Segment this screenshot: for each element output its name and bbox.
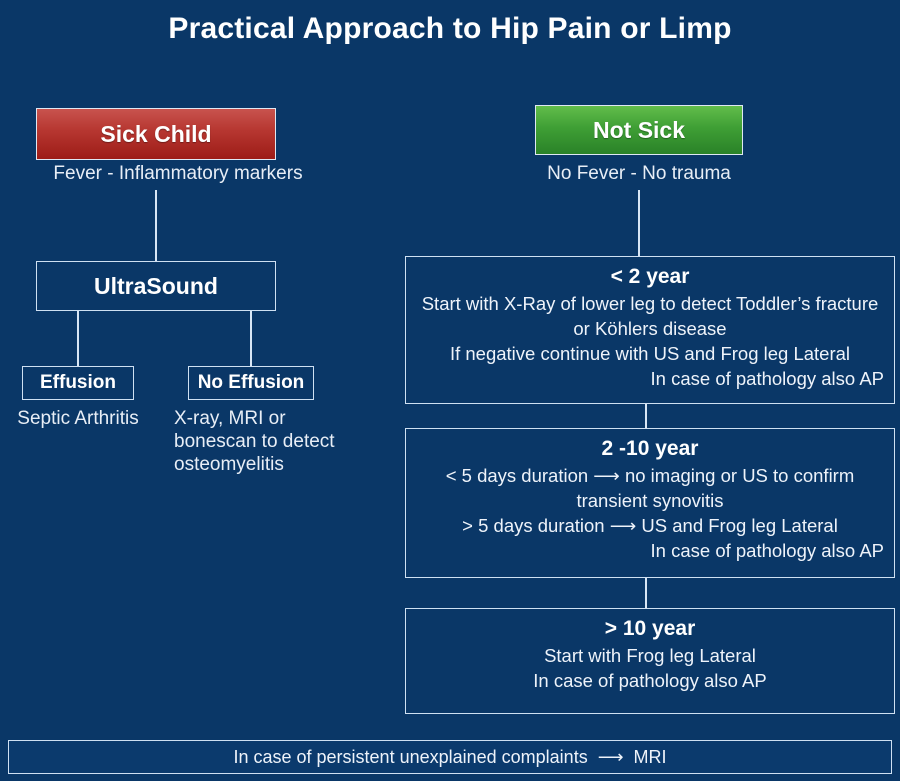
- footer-note: In case of persistent unexplained compla…: [8, 740, 892, 774]
- not-sick-label: Not Sick: [592, 116, 686, 143]
- connector-age2-to-age3: [645, 578, 647, 608]
- age-group-line: > 5 days duration ⟶ US and Frog leg Late…: [462, 515, 838, 536]
- age-group-line: Start with Frog leg Lateral: [544, 645, 756, 666]
- connector-sick-to-ultrasound: [155, 190, 157, 261]
- footer-target: MRI: [633, 746, 667, 767]
- no-effusion-label: No Effusion: [197, 372, 305, 393]
- sick-child-caption: Fever - Inflammatory markers: [53, 163, 303, 184]
- sick-child-label: Sick Child: [100, 120, 212, 147]
- age-group-line: In case of pathology also AP: [650, 540, 884, 561]
- connector-ultrasound-no-effusion: [250, 311, 252, 366]
- not-sick-caption: No Fever - No trauma: [547, 163, 731, 184]
- no-effusion-caption: X-ray, MRI or bonescan to detect osteomy…: [174, 408, 335, 475]
- age-group-line: < 5 days duration ⟶ no imaging or US to …: [445, 465, 855, 511]
- age-group-2-to-10-node[interactable]: 2 -10 year < 5 days duration ⟶ no imagin…: [405, 428, 895, 578]
- no-effusion-node[interactable]: No Effusion: [188, 366, 314, 400]
- sick-child-node[interactable]: Sick Child: [36, 108, 276, 160]
- connector-age1-to-age2: [645, 404, 647, 428]
- arrow-right-icon: ⟶: [597, 746, 624, 767]
- age-group-heading: 2 -10 year: [601, 437, 699, 460]
- age-group-heading: > 10 year: [604, 617, 696, 640]
- effusion-caption: Septic Arthritis: [17, 408, 139, 429]
- ultrasound-node[interactable]: UltraSound: [36, 261, 276, 311]
- footer-text: In case of persistent unexplained compla…: [233, 746, 588, 767]
- connector-ultrasound-effusion: [77, 311, 79, 366]
- age-group-under-2-node[interactable]: < 2 year Start with X-Ray of lower leg t…: [405, 256, 895, 404]
- effusion-label: Effusion: [40, 372, 116, 393]
- age-group-line: If negative continue with US and Frog le…: [449, 343, 851, 364]
- ultrasound-label: UltraSound: [94, 272, 218, 299]
- not-sick-node[interactable]: Not Sick: [535, 105, 743, 155]
- age-group-line: Start with X-Ray of lower leg to detect …: [421, 293, 879, 339]
- age-group-heading: < 2 year: [610, 265, 690, 288]
- page-title: Practical Approach to Hip Pain or Limp: [168, 12, 732, 45]
- connector-notsick-to-age1: [638, 190, 640, 256]
- age-group-over-10-node[interactable]: > 10 year Start with Frog leg Lateral In…: [405, 608, 895, 714]
- age-group-line: In case of pathology also AP: [533, 670, 767, 691]
- age-group-line: In case of pathology also AP: [650, 368, 884, 389]
- effusion-node[interactable]: Effusion: [22, 366, 134, 400]
